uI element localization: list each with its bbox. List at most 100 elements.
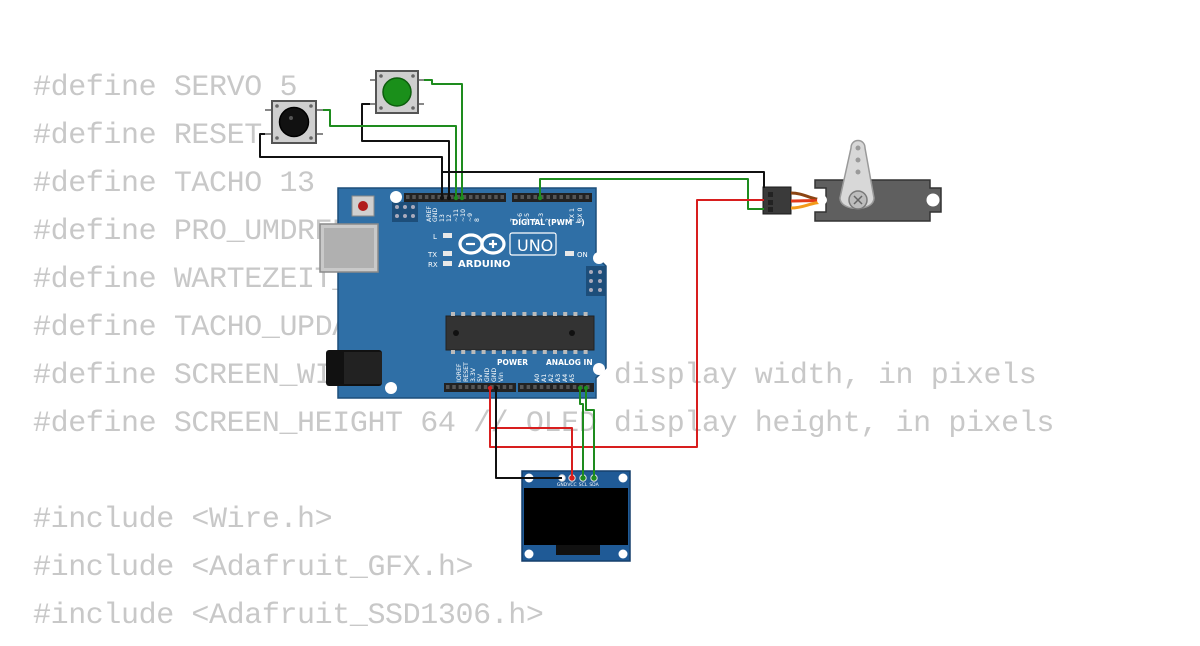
pin-label: A2 [548, 374, 555, 382]
button-cap-green[interactable] [382, 77, 412, 107]
header-pin [456, 195, 460, 199]
pin-label: 12 [446, 214, 453, 222]
pin-label: A1 [541, 374, 548, 382]
mounting-hole [390, 191, 402, 203]
header-pin [477, 385, 481, 389]
code-line: #define SCREEN_HEIGHT 64 // OLED display… [33, 407, 1054, 441]
header-pin [437, 195, 441, 199]
wire-reset-pin12 [323, 109, 457, 198]
pin-label: ~9 [467, 213, 474, 222]
pin-label: 2 [545, 218, 552, 222]
led-l [443, 233, 452, 238]
header-pin [487, 195, 492, 199]
led-on [565, 251, 574, 256]
header-pin [452, 385, 456, 389]
icsp-header [392, 202, 418, 222]
led-tx [443, 251, 452, 256]
mounting-hole [926, 193, 940, 207]
mounting-hole [593, 363, 605, 375]
header-pin [475, 195, 479, 199]
wire-green-button-gnd [361, 103, 450, 198]
header-pin [509, 385, 513, 389]
led-rx-label: RX [428, 261, 438, 269]
pin-label: A0 [534, 374, 541, 382]
header-pin [533, 195, 537, 199]
wire-servo-gnd [442, 171, 765, 188]
header-pin [579, 195, 583, 199]
code-line: #include <Adafruit_GFX.h> [33, 551, 474, 585]
led-on-label: ON [577, 251, 588, 259]
header-pin [520, 195, 524, 199]
pin-label: 5V [477, 373, 484, 382]
oled-pin-label: SDA [589, 482, 599, 488]
digital-header-label: DIGITAL (PWM ~) [512, 218, 585, 227]
header-pin [526, 385, 531, 389]
uno-badge [509, 232, 557, 256]
button-cap-black[interactable] [278, 106, 310, 138]
code-line: #define SERVO 5 [33, 71, 298, 105]
pin-label: ~10 [460, 209, 467, 222]
header-pin [496, 385, 500, 389]
oled-pin-label: VCC [567, 482, 576, 488]
pin-label: ~3 [538, 213, 545, 222]
header-pin [406, 195, 410, 199]
header-pin [464, 385, 469, 389]
header-pin [539, 385, 544, 389]
header-pin [514, 195, 518, 199]
header-pin [494, 195, 498, 199]
code-line: #define TACHO 13 [33, 167, 315, 201]
header-pin [424, 195, 429, 199]
pushbutton-green[interactable] [370, 70, 424, 114]
pin-label: 7 [510, 218, 517, 222]
pin-label: Vin [498, 372, 505, 382]
header-pin [527, 195, 531, 199]
wire-joints [439, 195, 589, 391]
pin-label: IOREF [456, 363, 463, 382]
pin-label: ~11 [453, 209, 460, 222]
pin-label: GND [491, 368, 498, 382]
header-pin [471, 385, 475, 389]
header-pin [572, 385, 577, 389]
pin-label: ~6 [517, 213, 524, 222]
microcontroller-chip [445, 312, 595, 354]
header-pin [585, 195, 589, 199]
servo-connector [762, 186, 792, 215]
header-pin [553, 195, 557, 199]
header-pin [572, 195, 576, 199]
wires [259, 79, 765, 479]
header-pin [546, 385, 550, 389]
wire-tacho-pin13 [424, 79, 463, 198]
servo-body [814, 179, 942, 222]
wire-oled-scl [579, 388, 584, 478]
servo-horn [839, 139, 875, 210]
pin-label: A3 [555, 374, 562, 382]
mounting-hole [593, 252, 605, 264]
header-pin [469, 195, 473, 199]
pin-label: TX 1 [569, 208, 576, 223]
header-pin [443, 195, 448, 199]
oled-pin-label: SCL [579, 482, 588, 488]
header-pin [462, 195, 467, 199]
icsp2-header [586, 266, 606, 296]
model-label: UNO [517, 236, 553, 255]
header-pin [483, 385, 488, 389]
wire-oled-vcc [489, 388, 573, 478]
pin-label: GND [432, 208, 439, 222]
pin-label: AREF [426, 206, 433, 222]
brand-label: ARDUINO [458, 259, 510, 270]
header-pin [500, 195, 504, 199]
pin-label: GND [484, 368, 491, 382]
header-pin [533, 385, 537, 389]
header-pin [546, 195, 550, 199]
wire-black-button-gnd [259, 133, 443, 198]
wire-servo-signal [539, 178, 764, 210]
digital-header-right [512, 193, 592, 202]
oled-pin-label: GND [557, 482, 568, 488]
header-pin [412, 195, 416, 199]
servo-motor[interactable] [762, 139, 942, 222]
pushbutton-black[interactable] [265, 100, 323, 144]
